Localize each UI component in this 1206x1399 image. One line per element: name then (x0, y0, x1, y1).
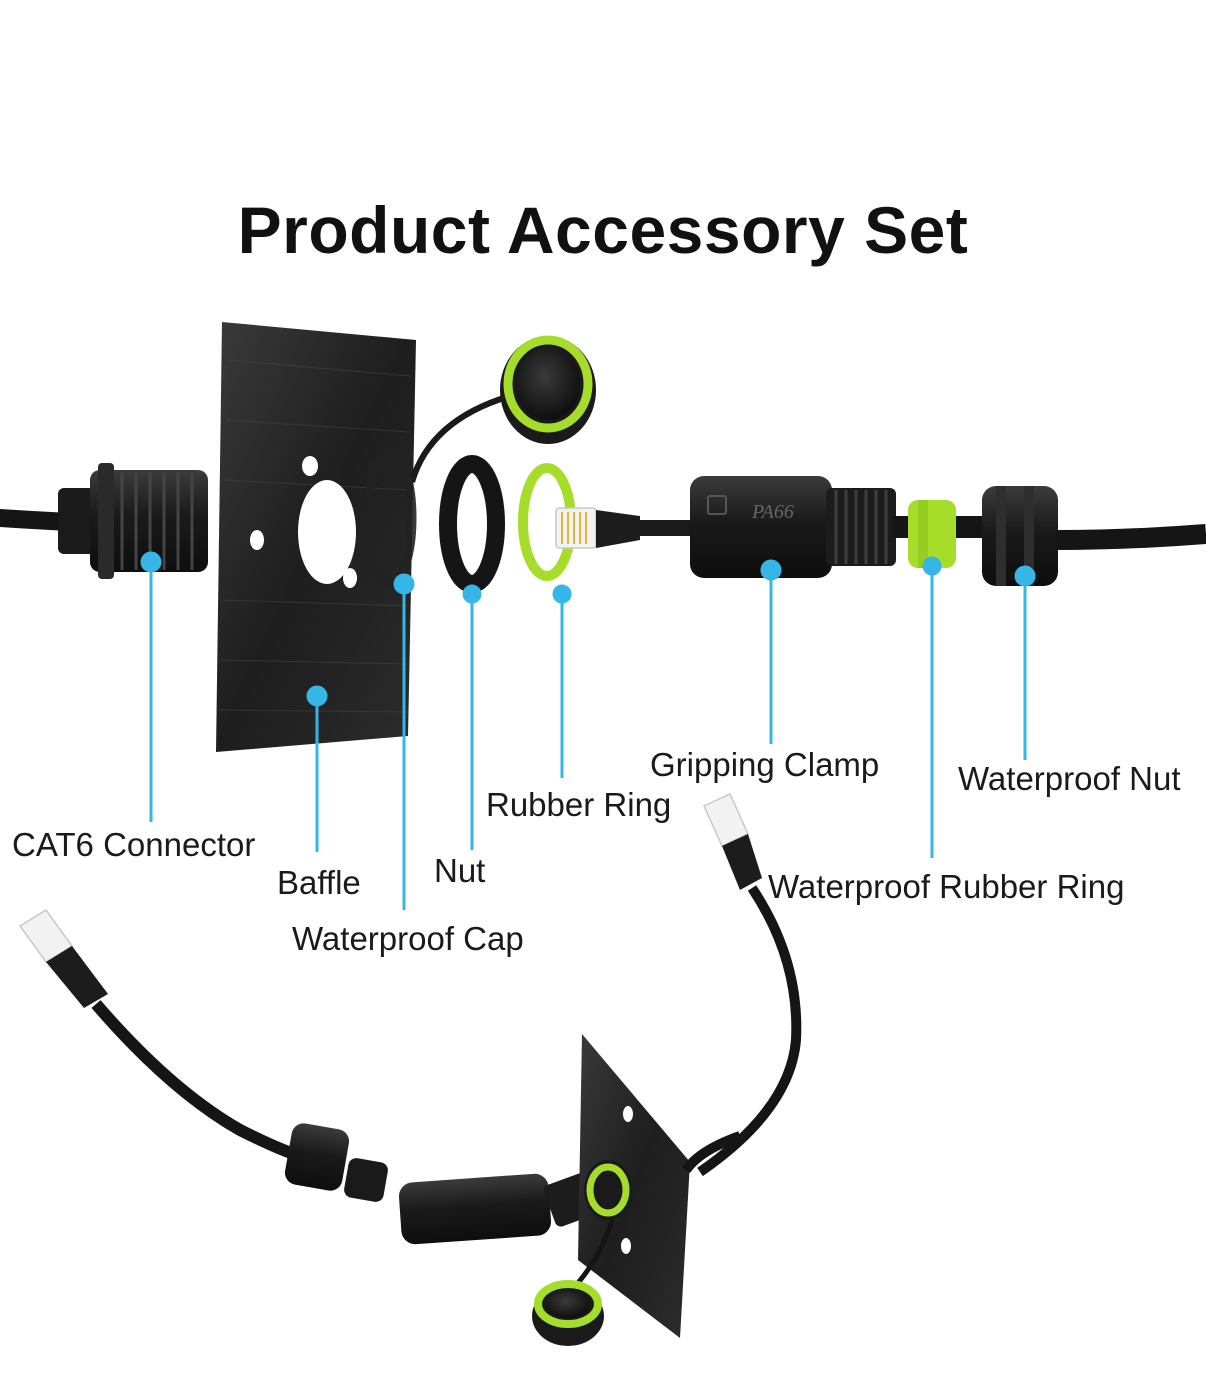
cat6-connector-part (58, 463, 208, 579)
baffle-plate (216, 322, 416, 752)
leader-lines (140, 551, 1036, 910)
rj45-plug-center (555, 507, 694, 549)
cable-right (1055, 524, 1206, 550)
assembled-cap (532, 1280, 604, 1346)
rj45-plug-left (18, 908, 302, 1162)
assembled-chain (284, 1123, 609, 1245)
label-waterproof-cap: Waterproof Cap (292, 920, 524, 957)
label-baffle: Baffle (277, 864, 361, 901)
label-nut: Nut (434, 852, 486, 889)
page-title: Product Accessory Set (237, 193, 969, 267)
assembled-baffle (568, 1034, 742, 1338)
label-rubber-ring: Rubber Ring (486, 786, 672, 823)
rj45-plug-loose (697, 793, 802, 1177)
label-waterproof-rubber-ring: Waterproof Rubber Ring (768, 868, 1125, 905)
label-cat6-connector: CAT6 Connector (12, 826, 256, 863)
waterproof-cap-part (363, 335, 596, 589)
label-gripping-clamp: Gripping Clamp (650, 746, 880, 783)
waterproof-nut-part (982, 486, 1058, 586)
clamp-marking: PA66 (751, 501, 794, 523)
gripping-clamp-part: PA66 (690, 476, 896, 578)
nut-part (439, 455, 505, 593)
label-waterproof-nut: Waterproof Nut (958, 760, 1181, 797)
